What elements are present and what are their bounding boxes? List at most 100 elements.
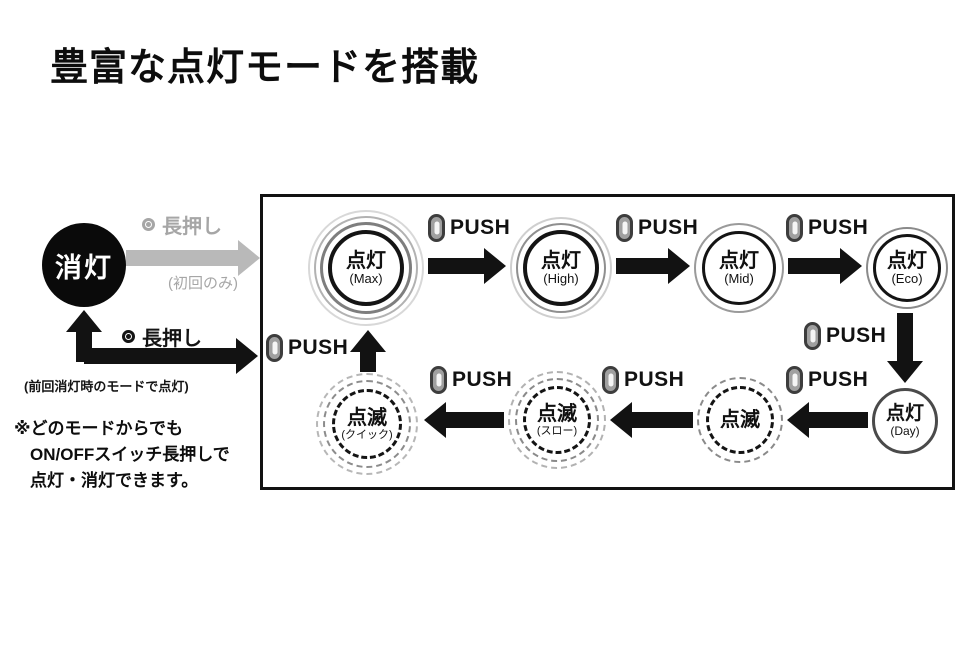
- push-label: PUSH: [288, 336, 349, 359]
- power-button-icon: [122, 330, 135, 343]
- push-button-icon: [266, 334, 283, 362]
- push-step: PUSH: [804, 322, 886, 350]
- footnote-line-2: ON/OFFスイッチ長押しで: [30, 445, 230, 464]
- push-button-icon: [602, 366, 619, 394]
- mode-node-blink-slow: 点滅 (スロー): [508, 371, 606, 469]
- arrow-day-to-blink: [787, 402, 868, 438]
- push-label: PUSH: [450, 216, 511, 239]
- mode-sub-label: (Day): [890, 423, 920, 438]
- mode-label: 点滅: [720, 409, 760, 431]
- long-press-repeat-label: 長押し: [142, 328, 202, 350]
- push-button-icon: [786, 366, 803, 394]
- push-label: PUSH: [808, 216, 869, 239]
- push-button-icon: [786, 214, 803, 242]
- mode-core: 点灯 (High): [523, 230, 599, 306]
- arrow-shaft: [788, 258, 840, 274]
- mode-core: 点灯 (Mid): [702, 231, 776, 305]
- mode-label: 点灯: [885, 402, 924, 424]
- mode-core: 点灯 (Day): [872, 388, 938, 454]
- mode-sub-label: (スロー): [536, 424, 578, 437]
- push-step: PUSH: [786, 366, 868, 394]
- push-button-icon: [616, 214, 633, 242]
- long-press-first: 長押し: [142, 210, 222, 239]
- mode-core: 点灯 (Eco): [873, 234, 941, 302]
- glow-ring: [694, 223, 784, 313]
- push-button-icon: [804, 322, 821, 350]
- push-label: PUSH: [826, 324, 887, 347]
- push-step: PUSH: [602, 366, 684, 394]
- arrow-off-resume: [84, 338, 258, 374]
- mode-core: 点灯 (Max): [328, 230, 404, 306]
- arrow-off-to-flow: [126, 240, 260, 276]
- arrow-shaft: [446, 412, 504, 428]
- push-label: PUSH: [638, 216, 699, 239]
- mode-node-day: 点灯 (Day): [872, 388, 938, 454]
- power-button-icon: [142, 218, 155, 231]
- page-title: 豊富な点灯モードを搭載: [50, 47, 480, 89]
- arrow-max-to-high: [428, 248, 506, 284]
- arrow-shaft: [616, 258, 668, 274]
- arrow-head: [787, 402, 809, 438]
- blink-ring: [316, 373, 418, 475]
- glow-ring: [320, 222, 412, 314]
- mode-sub-label: (Mid): [724, 270, 754, 286]
- push-step: PUSH: [430, 366, 512, 394]
- mode-label: 点灯: [719, 249, 759, 272]
- arrow-eco-to-day: [887, 313, 923, 383]
- repeat-press-note: (前回消灯時のモードで点灯): [24, 379, 189, 394]
- arrow-head: [887, 361, 923, 383]
- mode-node-blink: 点滅: [697, 377, 783, 463]
- glow-ring: [510, 217, 612, 319]
- arrow-slow-to-quick: [424, 402, 504, 438]
- mode-label: 点滅: [347, 406, 387, 429]
- push-label: PUSH: [624, 368, 685, 391]
- off-mode-label: 消灯: [55, 252, 113, 283]
- arrow-head: [236, 338, 258, 374]
- glow-ring: [866, 227, 948, 309]
- arrow-shaft: [809, 412, 868, 428]
- push-step: PUSH: [266, 334, 348, 362]
- push-label: PUSH: [808, 368, 869, 391]
- arrow-head: [238, 240, 260, 276]
- mode-core: 点滅 (クイック): [332, 389, 402, 459]
- push-step: PUSH: [786, 214, 868, 242]
- mode-label: 点灯: [346, 249, 386, 272]
- blink-ring: [323, 380, 411, 468]
- blink-ring: [508, 371, 606, 469]
- arrow-shaft: [84, 348, 236, 364]
- push-label: PUSH: [452, 368, 513, 391]
- arrow-head: [66, 310, 102, 332]
- off-mode-node: 消灯: [42, 223, 126, 307]
- push-button-icon: [430, 366, 447, 394]
- glow-ring: [308, 210, 424, 326]
- footnote-line-1: ※どのモードからでも: [14, 419, 184, 438]
- push-button-icon: [428, 214, 445, 242]
- push-step: PUSH: [616, 214, 698, 242]
- glow-ring: [516, 223, 606, 313]
- mode-label: 点灯: [887, 249, 927, 272]
- mode-core: 点滅 (スロー): [523, 386, 591, 454]
- arrow-flow-to-off: [66, 310, 102, 362]
- mode-label: 点灯: [541, 249, 581, 272]
- mode-node-blink-quick: 点滅 (クイック): [316, 373, 418, 475]
- arrow-head: [424, 402, 446, 438]
- arrow-mid-to-eco: [788, 248, 862, 284]
- glow-ring: [314, 216, 418, 320]
- mode-label: 点滅: [537, 402, 577, 425]
- mode-node-max: 点灯 (Max): [308, 210, 424, 326]
- arrow-blink-to-slow: [610, 402, 693, 438]
- arrow-shaft: [126, 250, 238, 266]
- mode-sub-label: (Max): [349, 270, 383, 286]
- first-press-note: (初回のみ): [168, 275, 238, 292]
- arrow-high-to-mid: [616, 248, 690, 284]
- mode-node-mid: 点灯 (Mid): [694, 223, 784, 313]
- push-step: PUSH: [428, 214, 510, 242]
- mode-node-eco: 点灯 (Eco): [866, 227, 948, 309]
- blink-ring: [515, 378, 599, 462]
- mode-sub-label: (クイック): [341, 428, 393, 441]
- footnote-line-3: 点灯・消灯できます。: [30, 471, 199, 490]
- arrow-head: [668, 248, 690, 284]
- arrow-head: [610, 402, 632, 438]
- arrow-shaft: [428, 258, 484, 274]
